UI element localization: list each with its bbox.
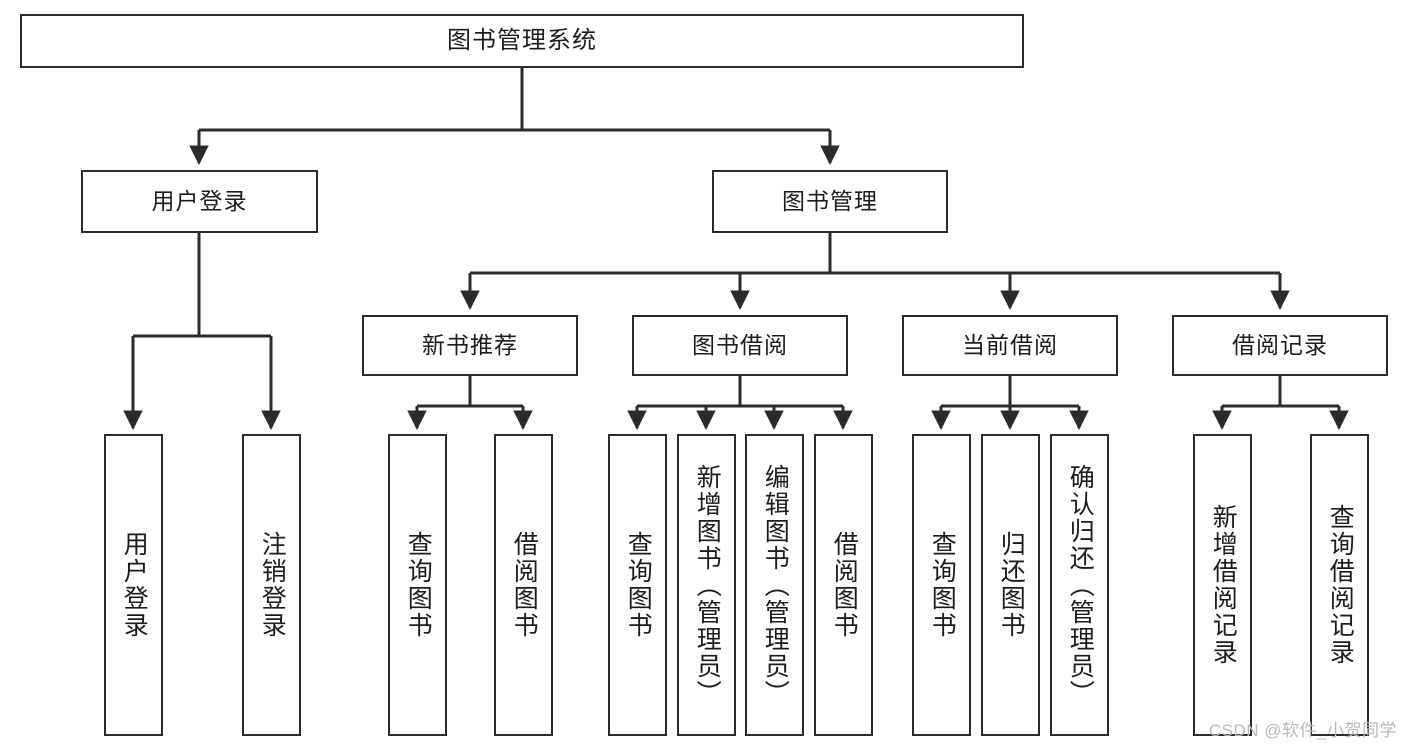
node-label: 图书管理系统 [447, 26, 597, 54]
node-label: 图书管理 [782, 187, 878, 214]
leaf-return-book[interactable]: 归还图书 [981, 434, 1040, 736]
node-label: 注销登录 [258, 531, 287, 639]
node-label: 查询借阅记录 [1326, 504, 1355, 666]
node-current-borrow[interactable]: 当前借阅 [902, 315, 1118, 376]
watermark-text: CSDN @软件_小贺同学 [1208, 721, 1397, 740]
node-new-book-recommend[interactable]: 新书推荐 [362, 315, 578, 376]
node-book-manage[interactable]: 图书管理 [712, 170, 948, 233]
node-label: 用户登录 [120, 531, 149, 639]
node-label: 借阅记录 [1232, 331, 1328, 358]
node-label: 新书推荐 [422, 331, 518, 358]
node-label: 借阅图书 [830, 531, 859, 639]
leaf-add-book[interactable]: 新增图书（管理员） [677, 434, 736, 736]
leaf-edit-book[interactable]: 编辑图书（管理员） [745, 434, 804, 736]
node-label: 查询图书 [404, 531, 433, 639]
leaf-query-book-1[interactable]: 查询图书 [388, 434, 447, 736]
node-borrow-record[interactable]: 借阅记录 [1172, 315, 1388, 376]
node-user-login[interactable]: 用户登录 [81, 170, 318, 233]
node-label: 当前借阅 [962, 331, 1058, 358]
node-label: 图书借阅 [692, 331, 788, 358]
leaf-add-record[interactable]: 新增借阅记录 [1193, 434, 1252, 736]
leaf-query-book-3[interactable]: 查询图书 [912, 434, 971, 736]
node-label: 归还图书 [997, 531, 1026, 639]
node-label: 查询图书 [624, 531, 653, 639]
leaf-confirm-return[interactable]: 确认归还（管理员） [1050, 434, 1109, 736]
node-label: 查询图书 [928, 531, 957, 639]
leaf-logout-login[interactable]: 注销登录 [242, 434, 301, 736]
leaf-borrow-book-2[interactable]: 借阅图书 [814, 434, 873, 736]
leaf-query-record[interactable]: 查询借阅记录 [1310, 434, 1369, 736]
node-root-book-management-system[interactable]: 图书管理系统 [20, 14, 1024, 68]
node-book-borrow[interactable]: 图书借阅 [632, 315, 848, 376]
node-label: 新增借阅记录 [1209, 504, 1238, 666]
node-label: 确认归还（管理员） [1066, 463, 1095, 707]
node-label: 借阅图书 [510, 531, 539, 639]
node-label: 新增图书（管理员） [693, 463, 722, 707]
leaf-query-book-2[interactable]: 查询图书 [608, 434, 667, 736]
node-label: 编辑图书（管理员） [761, 463, 790, 707]
leaf-user-login[interactable]: 用户登录 [104, 434, 163, 736]
leaf-borrow-book-1[interactable]: 借阅图书 [494, 434, 553, 736]
node-label: 用户登录 [151, 187, 248, 214]
